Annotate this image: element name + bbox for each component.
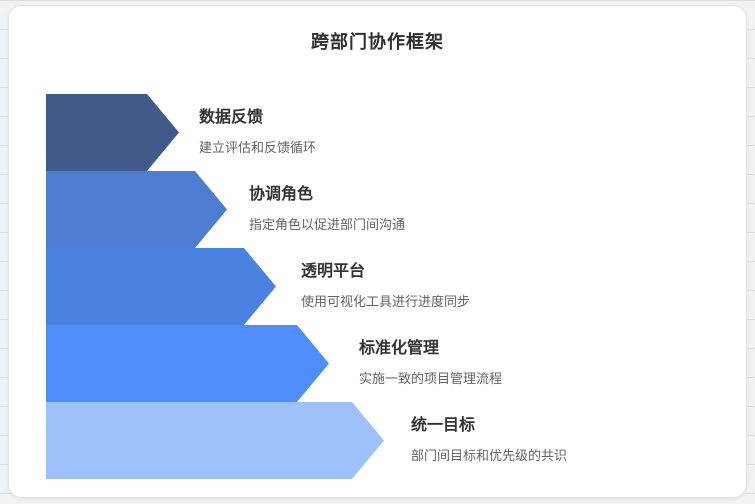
step-title: 统一目标 <box>411 417 476 434</box>
step-text-3: 透明平台 使用可视化工具进行进度同步 <box>301 257 470 310</box>
step-arrow-icon <box>46 94 179 171</box>
step-title: 标准化管理 <box>359 340 440 357</box>
step-description: 建立评估和反馈循环 <box>199 140 317 155</box>
step-text-2: 协调角色 指定角色以促进部门间沟通 <box>249 180 405 233</box>
step-arrow-icon <box>46 171 227 248</box>
step-text-1: 数据反馈 建立评估和反馈循环 <box>199 103 316 156</box>
step-title: 数据反馈 <box>199 109 264 126</box>
step-description: 使用可视化工具进行进度同步 <box>301 294 471 309</box>
step-title: 协调角色 <box>249 186 314 203</box>
framework-card: 跨部门协作框架 数据反馈 建立评估和反馈循环 协调角色 指定角色以促进部门间沟通… <box>8 5 747 498</box>
step-arrow-icon <box>46 248 276 325</box>
step-text-5: 统一目标 部门间目标和优先级的共识 <box>411 411 567 464</box>
page-title: 跨部门协作框架 <box>311 32 444 52</box>
step-description: 指定角色以促进部门间沟通 <box>249 217 406 232</box>
step-title: 透明平台 <box>301 263 366 280</box>
step-arrow-icon <box>46 402 384 479</box>
step-description: 部门间目标和优先级的共识 <box>411 448 568 463</box>
step-description: 实施一致的项目管理流程 <box>359 371 503 386</box>
step-text-4: 标准化管理 实施一致的项目管理流程 <box>359 334 502 387</box>
step-arrow-icon <box>46 325 329 402</box>
